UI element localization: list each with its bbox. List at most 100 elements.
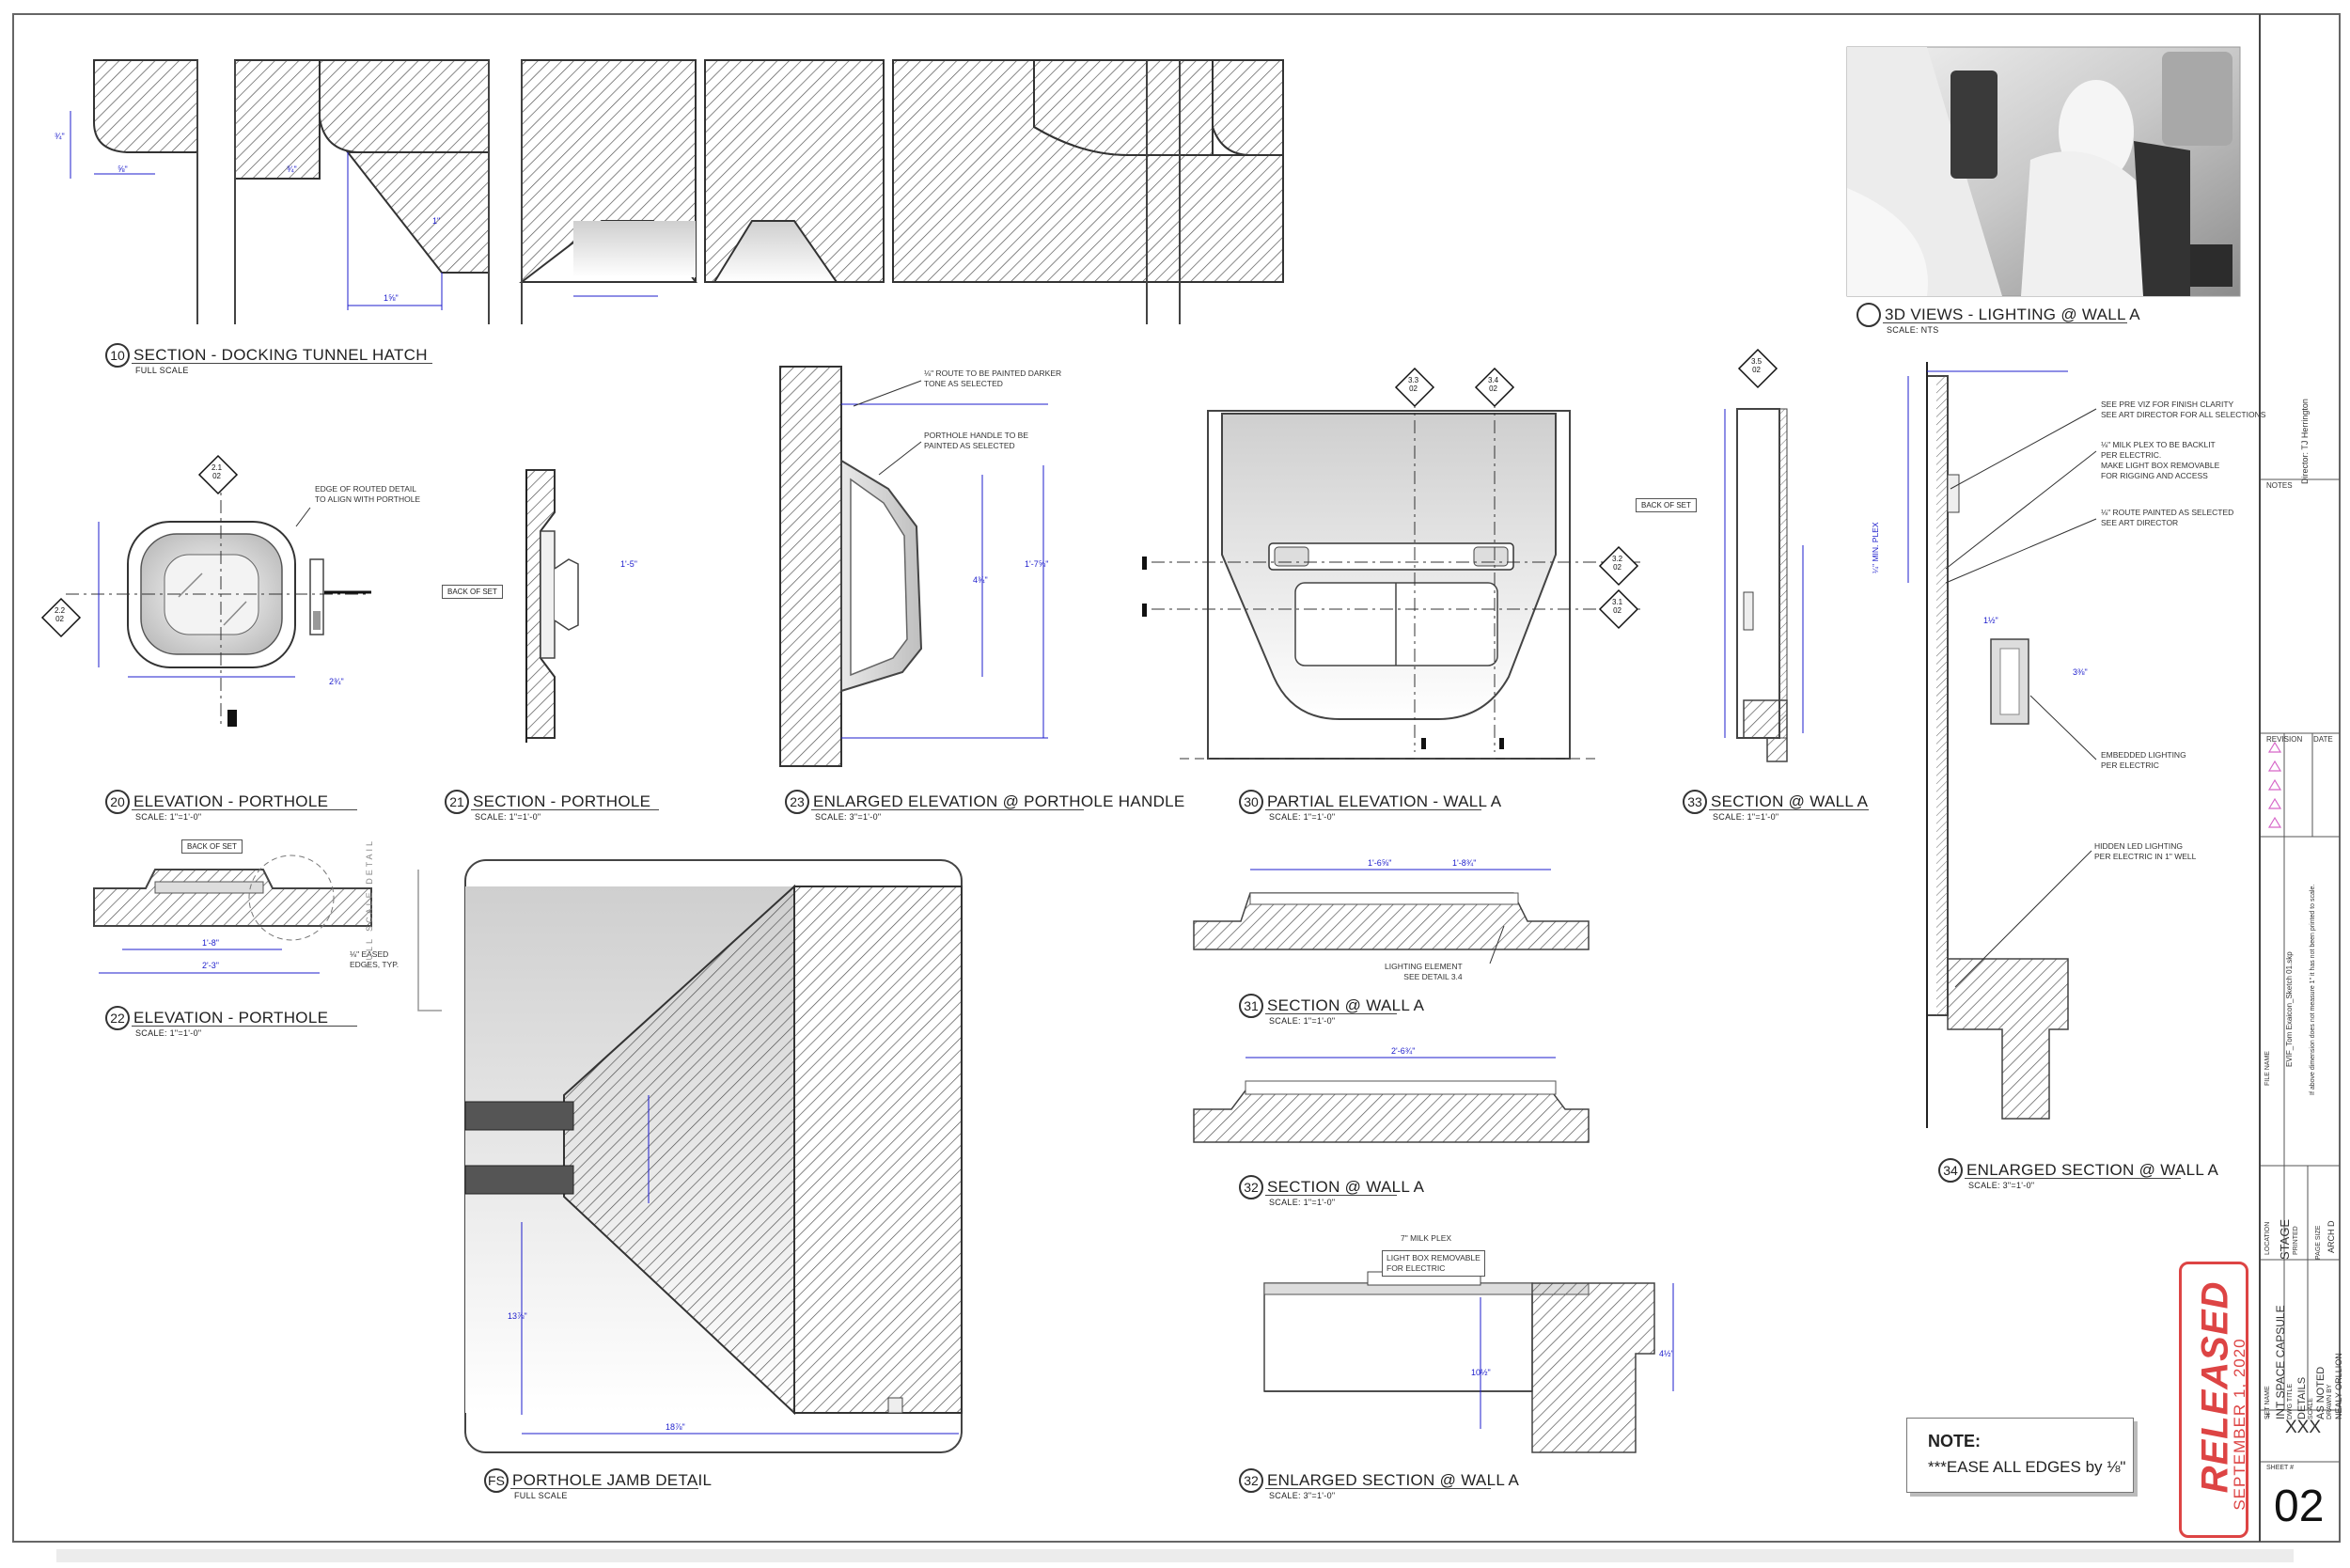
set-name: INT SPACE CAPSULE <box>2274 1305 2287 1419</box>
detail-number <box>1856 303 1881 327</box>
detail-name: ELEVATION - PORTHOLE <box>133 792 329 810</box>
detail-number: 31 <box>1239 994 1263 1018</box>
notes-label: NOTES <box>2266 481 2293 490</box>
drawn-by: NEALY ORLLION <box>2334 1353 2343 1419</box>
detail-scale: SCALE: 3"=1'-0" <box>1269 1491 1336 1500</box>
detail-scale: SCALE: 1"=1'-0" <box>475 812 541 822</box>
dimension: 4½" <box>1659 1349 1674 1358</box>
detail-number: 32 <box>1239 1468 1263 1493</box>
note-light-box: LIGHT BOX REMOVABLE FOR ELECTRIC <box>1382 1250 1485 1277</box>
note-full-scale-detail: FULL SCALE DETAIL <box>365 838 374 968</box>
dimension: 1⅝" <box>384 293 399 303</box>
back-of-set-tag-22: BACK OF SET <box>181 839 243 854</box>
note-milk-plex-7: 7" MILK PLEX <box>1401 1233 1452 1243</box>
page-size-label: PAGE SIZE <box>2315 1225 2322 1260</box>
dimension: 1'-7⅝" <box>1025 559 1049 569</box>
detail-22-drawing <box>93 855 442 1011</box>
location: STAGE <box>2278 1218 2292 1260</box>
dimension: 1'-8" <box>202 938 219 948</box>
file-name: EVIF_Tom Exaicon_Sketch 01.skp <box>2285 951 2294 1067</box>
title-block-lines <box>2261 478 2340 1463</box>
note-heading: NOTE: <box>1928 1432 1981 1450</box>
file-name-label: FILE NAME <box>2264 1051 2271 1086</box>
dimension: 4¾" <box>973 575 988 585</box>
detail-number: 21 <box>445 790 469 814</box>
number-value: XXX <box>2285 1418 2322 1437</box>
number-label: # <box>2266 1413 2270 1419</box>
drawing-title: DETAILS <box>2296 1376 2308 1419</box>
location-label: LOCATION <box>2264 1221 2271 1255</box>
bottom-shadow <box>56 1549 2294 1562</box>
detail-32-drawing <box>1193 1057 1590 1143</box>
callout-markers <box>40 348 1778 749</box>
dimension: 3⅜" <box>2073 667 2088 677</box>
note-route-art: ⅛" ROUTE PAINTED AS SELECTED SEE ART DIR… <box>2101 508 2234 527</box>
detail-scale: FULL SCALE <box>135 366 189 375</box>
detail-title-3d: 3D VIEWS - LIGHTING @ WALL A SCALE: NTS <box>1856 303 2140 335</box>
detail-number: 33 <box>1683 790 1707 814</box>
drawing-title-label: DWG TITLE <box>2287 1384 2294 1419</box>
revision-triangles <box>2267 741 2282 828</box>
detail-name: SECTION @ WALL A <box>1711 792 1869 810</box>
released-stamp: RELEASED SEPTEMBER 1, 2020 <box>2179 1262 2248 1538</box>
note-route-darker: ⅛" ROUTE TO BE PAINTED DARKER TONE AS SE… <box>924 368 1062 388</box>
detail-scale: SCALE: 1"=1'-0" <box>1269 1198 1336 1207</box>
note-eased-edges: ⅛" EASED EDGES, TYP. <box>350 949 400 969</box>
detail-10-drawing <box>70 59 1284 324</box>
detail-name: PARTIAL ELEVATION - WALL A <box>1267 792 1502 810</box>
page-size: ARCH D <box>2326 1220 2336 1253</box>
detail-34-drawing <box>1907 362 2069 1128</box>
detail-scale: SCALE: 3"=1'-0" <box>815 812 882 822</box>
note-hidden-led: HIDDEN LED LIGHTING PER ELECTRIC IN 1" W… <box>2094 841 2197 861</box>
detail-name: 3D VIEWS - LIGHTING @ WALL A <box>1885 306 2140 323</box>
note-body: ***EASE ALL EDGES by ⅛" <box>1928 1458 2126 1476</box>
detail-scale: SCALE: 1"=1'-0" <box>135 1028 202 1038</box>
general-note-box: NOTE: ***EASE ALL EDGES by ⅛" <box>1906 1418 2134 1493</box>
detail-23-drawing <box>779 366 1048 767</box>
detail-number: FS <box>484 1468 509 1493</box>
detail-name: ELEVATION - PORTHOLE <box>133 1009 329 1027</box>
dimension: 18⅞" <box>666 1422 685 1432</box>
detail-number: 34 <box>1938 1158 1963 1183</box>
detail-number: 10 <box>105 343 130 368</box>
detail-name: ENLARGED SECTION @ WALL A <box>1267 1471 1520 1489</box>
detail-scale: SCALE: 1"=1'-0" <box>1269 812 1336 822</box>
detail-20-drawing <box>66 475 371 727</box>
dimension: 2'-6¾" <box>1391 1046 1416 1056</box>
detail-scale: SCALE: NTS <box>1887 325 1939 335</box>
detail-32-enlarged-drawing <box>1263 1271 1674 1453</box>
detail-31-drawing <box>1193 869 1590 950</box>
detail-30-drawing <box>1152 395 1640 760</box>
director: Director: TJ Herrington <box>2300 399 2310 484</box>
back-of-set-tag-21: BACK OF SET <box>442 585 503 599</box>
dimension: 10½" <box>1471 1368 1491 1377</box>
detail-name: SECTION - PORTHOLE <box>473 792 651 810</box>
detail-name: SECTION @ WALL A <box>1267 1178 1425 1196</box>
detail-number: 22 <box>105 1006 130 1030</box>
scale-disclaimer: If above dimension does not measure 1" i… <box>2310 884 2316 1095</box>
sheet-border <box>12 13 2341 1543</box>
sheet-label: SHEET # <box>2266 1465 2295 1471</box>
detail-number: 20 <box>105 790 130 814</box>
detail-name: PORTHOLE JAMB DETAIL <box>512 1471 713 1489</box>
dimension: ¾" <box>287 165 297 174</box>
detail-number: 30 <box>1239 790 1263 814</box>
dimension: 1½" <box>1983 616 1998 625</box>
dimension: ¾" <box>55 132 65 141</box>
note-embedded-lighting: EMBEDDED LIGHTING PER ELECTRIC <box>2101 750 2186 770</box>
sheet-number: 02 <box>2274 1482 2325 1531</box>
